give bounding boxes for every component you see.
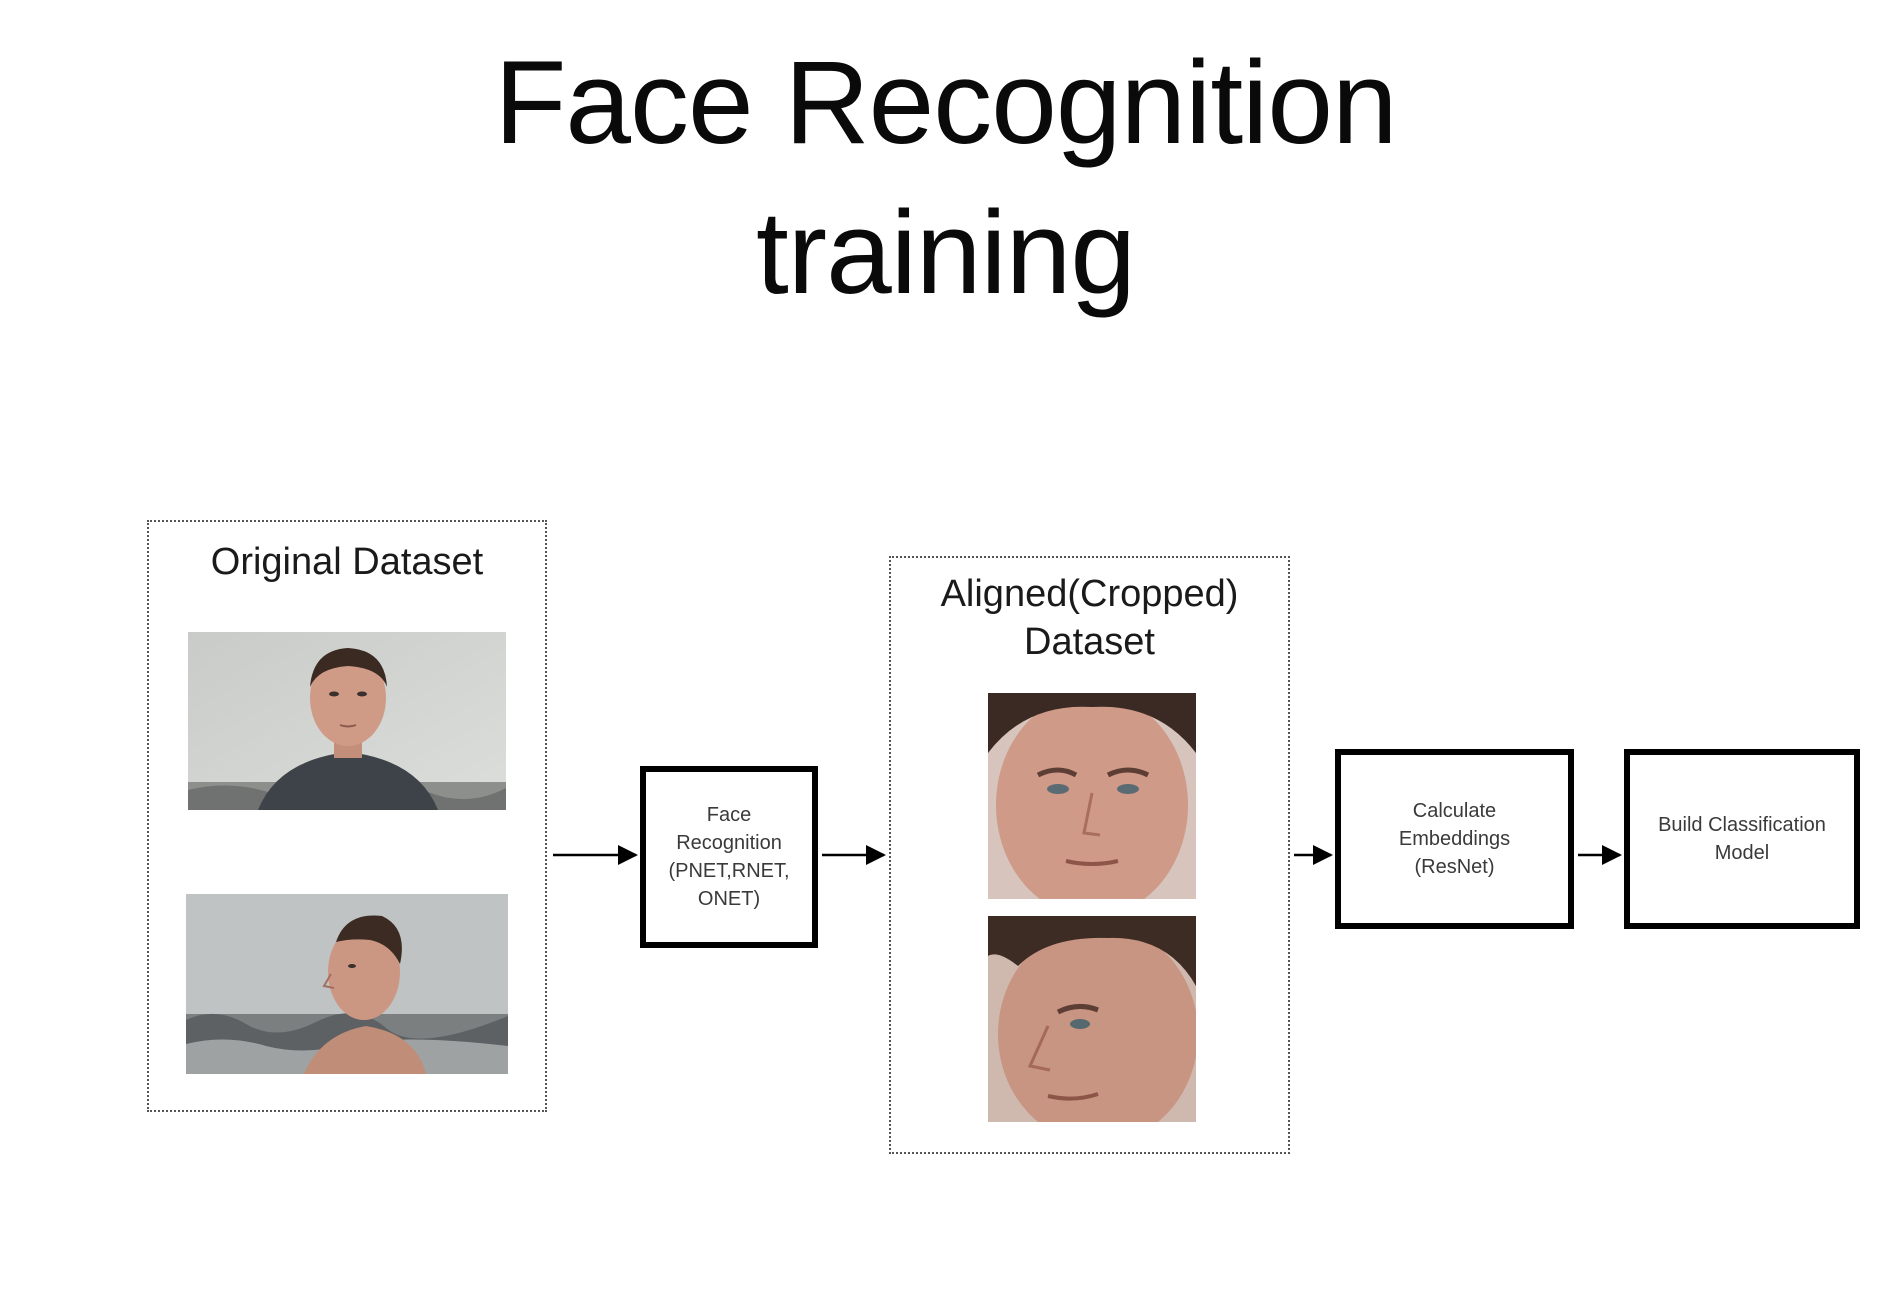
calculate-embeddings-label: Calculate Embeddings (ResNet) — [1398, 800, 1511, 878]
build-classification-step: Build Classification Model — [1624, 749, 1860, 929]
aligned-dataset-group: Aligned(Cropped) Dataset — [889, 556, 1290, 1154]
calculate-embeddings-step: Calculate Embeddings (ResNet) — [1335, 749, 1574, 929]
aligned-dataset-label: Aligned(Cropped) Dataset — [891, 570, 1288, 666]
face-recognition-label: Face Recognition (PNET,RNET, ONET) — [668, 804, 790, 910]
original-photo-frontal — [188, 632, 506, 810]
original-dataset-group: Original Dataset — [147, 520, 547, 1112]
aligned-photo-frontal — [988, 693, 1196, 899]
original-dataset-label: Original Dataset — [210, 541, 484, 583]
diagram-title: Face Recognition training — [0, 28, 1891, 328]
aligned-dataset-label-line-1: Aligned(Cropped) — [940, 573, 1239, 615]
build-classification-label: Build Classification Model — [1658, 814, 1826, 864]
title-line-2: training — [755, 187, 1136, 319]
face-recognition-step: Face Recognition (PNET,RNET, ONET) — [640, 766, 818, 948]
aligned-photo-profile — [988, 916, 1196, 1122]
original-photo-profile — [186, 894, 508, 1074]
aligned-dataset-label-line-2: Dataset — [1024, 621, 1155, 663]
title-line-1: Face Recognition — [494, 37, 1397, 169]
